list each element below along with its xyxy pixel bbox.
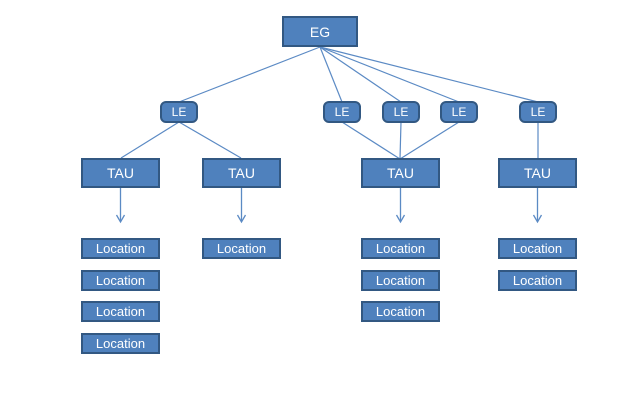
node-location-c3-r1: Location: [361, 238, 440, 259]
node-location-c1-r2: Location: [81, 270, 160, 291]
connector-le3-tau3: [399, 121, 402, 160]
arrow-tau3-locations: [395, 188, 406, 224]
connector-le1-tau1: [120, 121, 180, 159]
node-le-5: LE: [519, 101, 557, 123]
connector-eg-le1: [178, 46, 321, 103]
connector-le4-tau3: [399, 121, 460, 160]
arrow-tau1-locations: [115, 188, 126, 224]
connector-le1-tau2: [178, 121, 242, 159]
node-eg: EG: [282, 16, 358, 47]
connector-le2-tau3: [341, 121, 401, 160]
node-location-c3-r3: Location: [361, 301, 440, 322]
node-location-c1-r1: Location: [81, 238, 160, 259]
node-location-c1-r4: Location: [81, 333, 160, 354]
node-tau-2: TAU: [202, 158, 281, 188]
node-le-2: LE: [323, 101, 361, 123]
node-location-c3-r2: Location: [361, 270, 440, 291]
connector-eg-le5: [319, 46, 539, 103]
node-location-c1-r3: Location: [81, 301, 160, 322]
node-le-3: LE: [382, 101, 420, 123]
node-tau-4: TAU: [498, 158, 577, 188]
node-le-4: LE: [440, 101, 478, 123]
node-tau-3: TAU: [361, 158, 440, 188]
connector-eg-le4: [319, 46, 460, 103]
node-le-1: LE: [160, 101, 198, 123]
connector-eg-le2: [319, 46, 343, 103]
arrow-tau2-locations: [236, 188, 247, 224]
node-tau-1: TAU: [81, 158, 160, 188]
node-location-c4-r2: Location: [498, 270, 577, 291]
arrow-tau4-locations: [532, 188, 543, 224]
node-location-c2-r1: Location: [202, 238, 281, 259]
node-location-c4-r1: Location: [498, 238, 577, 259]
connector-eg-le3: [319, 46, 402, 103]
